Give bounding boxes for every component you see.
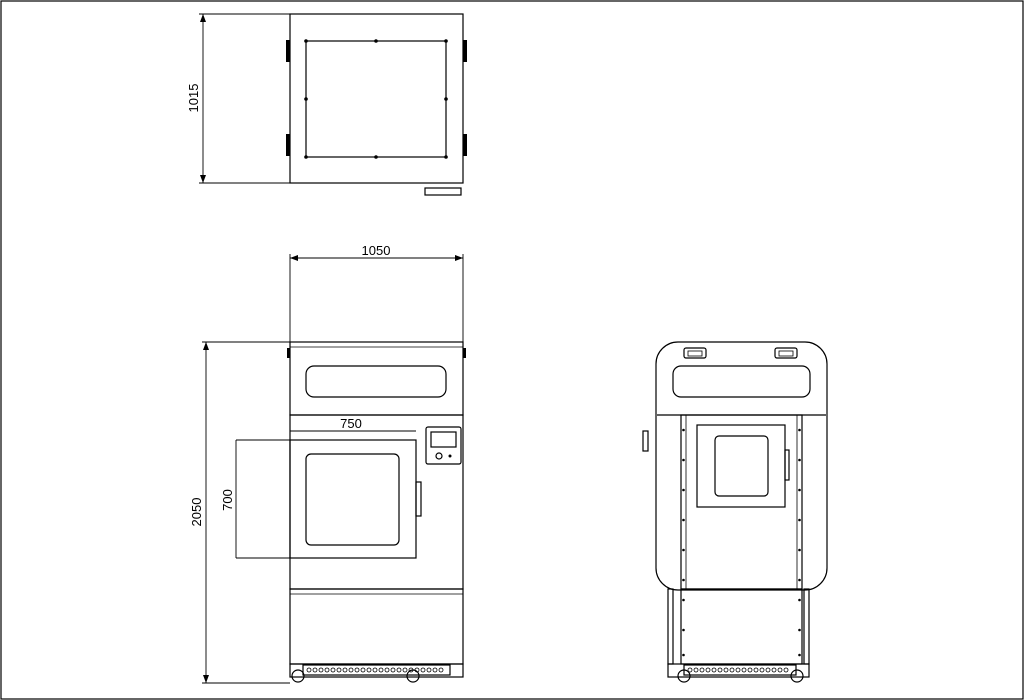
side-leg-left (667, 588, 674, 665)
side-caster-wheel (677, 669, 691, 683)
side-top-handle-left-grip (687, 350, 703, 357)
side-door (696, 424, 786, 508)
top-view-outline (289, 13, 464, 184)
control-led (448, 454, 452, 458)
side-base-frame (667, 663, 810, 678)
side-view (642, 341, 828, 683)
bolt-dot (444, 97, 448, 101)
base-frame (289, 663, 464, 678)
door-handle (415, 481, 422, 517)
side-knob (642, 430, 649, 452)
side-rail-right (796, 414, 803, 590)
top-handle-right-upper (463, 40, 467, 62)
width-dimension-label: 1050 (362, 243, 391, 258)
side-base-grille-holes (687, 667, 789, 673)
side-top-handle-right (774, 347, 798, 359)
side-top-handle-left (683, 347, 707, 359)
bolt-dot (444, 39, 448, 43)
side-housing (655, 341, 828, 591)
top-handle-left-lower (286, 134, 290, 156)
top-handle-right-lower (463, 134, 467, 156)
side-inner-panel (680, 414, 803, 590)
side-leg-right (803, 588, 810, 665)
dim-arrow (455, 255, 463, 261)
side-lower-bolts (682, 598, 801, 657)
top-handle-left-upper (286, 40, 290, 62)
side-door-hinge (784, 449, 790, 481)
front-view: 1050 750 700 (189, 243, 466, 684)
side-door-window (714, 435, 769, 497)
bolt-dot (304, 39, 308, 43)
control-panel (425, 426, 462, 465)
bolt-dot (444, 155, 448, 159)
control-screen (430, 431, 457, 448)
dim-arrow (200, 175, 206, 183)
dim-arrow (203, 342, 209, 350)
top-module-tab (287, 348, 290, 358)
top-module-window (305, 365, 447, 398)
top-module (289, 341, 464, 416)
side-caster-wheel (790, 669, 804, 683)
door-width-dimension-label: 750 (340, 416, 362, 431)
side-lower-panel (680, 588, 803, 665)
base-grille (302, 664, 451, 676)
dim-arrow (290, 255, 298, 261)
height-dimension-label: 2050 (189, 498, 204, 527)
side-rail-left (680, 414, 687, 590)
door-height-dimension-label: 700 (220, 489, 235, 511)
caster-wheel (406, 669, 420, 683)
chamber-body (289, 414, 464, 590)
dim-arrow (200, 14, 206, 22)
side-top-handle-right-grip (778, 350, 794, 357)
bolt-dot (374, 39, 378, 43)
base-grille-holes (306, 667, 444, 673)
dim-arrow (203, 675, 209, 683)
caster-wheel (291, 669, 305, 683)
bolt-dot (304, 97, 308, 101)
bolt-dot (304, 155, 308, 159)
side-rail-bolts (682, 428, 801, 582)
top-panel-protrusion (424, 187, 462, 196)
top-view-window (305, 40, 447, 158)
door-window (305, 453, 400, 546)
chamber-door (289, 439, 417, 559)
top-module-tab (463, 348, 466, 358)
lower-cabinet (289, 588, 464, 665)
bolt-dot (374, 155, 378, 159)
side-top-window (672, 365, 811, 398)
control-knob (435, 452, 443, 460)
top-view: 1015 (186, 13, 467, 196)
depth-dimension-label: 1015 (186, 84, 201, 113)
